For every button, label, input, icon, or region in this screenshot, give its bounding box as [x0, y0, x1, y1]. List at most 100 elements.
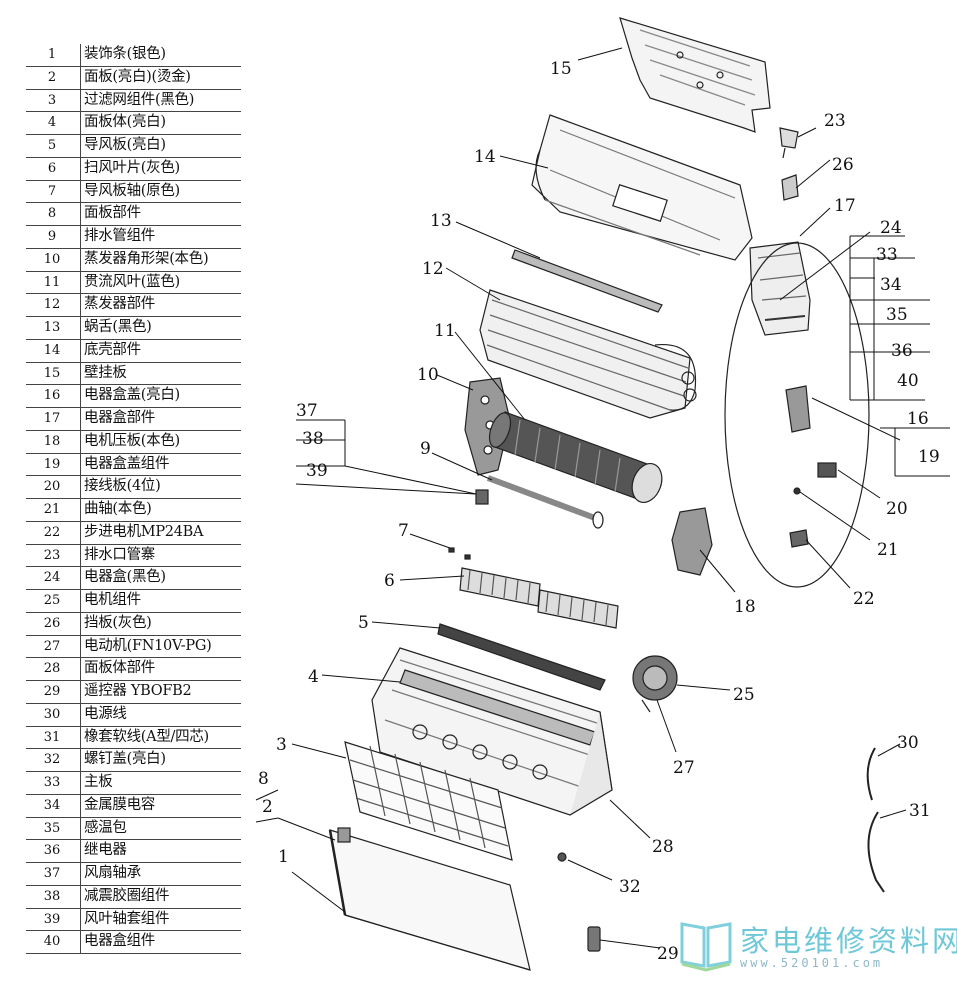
cross-flow-fan: [488, 411, 663, 503]
callout-22: 22: [853, 589, 875, 609]
filter-screen: [344, 741, 513, 861]
callout-2: 2: [262, 797, 273, 817]
callout-20: 20: [886, 499, 908, 519]
table-row: 16 电器盒盖(亮白): [26, 385, 241, 408]
part-number: 9: [47, 229, 57, 244]
callout-33: 33: [876, 245, 898, 265]
screw-cap: [557, 852, 567, 862]
electric-box: [749, 241, 811, 336]
callout-13: 13: [430, 211, 452, 231]
callout-11: 11: [434, 321, 456, 341]
part-name: 风叶轴套组件: [84, 910, 170, 927]
callout-17: 17: [834, 196, 856, 216]
table-row: 36 继电器: [26, 840, 241, 863]
table-row: 39 风叶轴套组件: [26, 909, 241, 932]
callout-9: 9: [420, 439, 431, 459]
part-name: 电机压板(本色): [84, 432, 180, 449]
part-number: 34: [43, 797, 61, 813]
part-number: 22: [43, 524, 61, 540]
callout-37: 37: [296, 401, 318, 421]
motor-clamp: [671, 507, 713, 576]
terminal-block: [817, 462, 837, 478]
part-name: 导风板轴(原色): [84, 182, 180, 199]
part-number: 37: [43, 866, 61, 881]
callout-21: 21: [877, 540, 899, 560]
part-number: 17: [43, 411, 61, 426]
part-name: 排水管组件: [84, 228, 155, 244]
table-row: 37 风扇轴承: [26, 863, 241, 886]
callout-4: 4: [308, 667, 319, 687]
part-number: 36: [43, 843, 61, 859]
table-row: 9 排水管组件: [26, 226, 241, 249]
part-name: 继电器: [84, 842, 127, 859]
callout-23: 23: [824, 111, 846, 131]
callout-12: 12: [422, 259, 444, 279]
part-name: 电器盒组件: [84, 933, 155, 950]
part-name: 主板: [84, 774, 113, 790]
part-name: 金属膜电容: [84, 796, 155, 813]
drain-pipe: [486, 475, 604, 529]
part-number: 18: [43, 433, 61, 449]
callout-24: 24: [880, 218, 902, 238]
remote-control: [587, 926, 601, 952]
air-guide-plate: [437, 623, 606, 691]
part-number: 2: [47, 69, 57, 85]
part-name: 橡套软线(A型/四芯): [84, 728, 209, 745]
part-name: 壁挂板: [84, 364, 127, 381]
part-number: 5: [47, 138, 57, 153]
part-name: 面板(亮白)(烫金): [84, 68, 191, 85]
fan-bearing: [475, 489, 489, 505]
fan-motor: [632, 655, 678, 713]
part-name: 风扇轴承: [84, 865, 141, 881]
part-number: 16: [43, 388, 61, 404]
table-column-divider: [80, 44, 81, 954]
table-row: 5 导风板(亮白): [26, 135, 241, 158]
callout-35: 35: [886, 305, 908, 325]
part-number: 29: [43, 684, 61, 699]
callout-31: 31: [909, 801, 931, 821]
table-row: 34 金属膜电容: [26, 795, 241, 818]
part-number: 30: [43, 706, 61, 722]
part-name: 步进电机MP24BA: [84, 523, 204, 540]
callout-39: 39: [306, 461, 328, 481]
callout-18: 18: [734, 597, 756, 617]
base-housing: [531, 114, 753, 261]
drain-plug: [779, 127, 799, 159]
part-number: 19: [43, 456, 61, 472]
part-name: 电机组件: [84, 592, 141, 608]
wall-mounting-plate: [619, 17, 771, 133]
evaporator-bracket: [464, 377, 511, 476]
part-name: 导风板(亮白): [84, 137, 166, 153]
leader-lines: [255, 47, 950, 949]
callout-25: 25: [733, 685, 755, 705]
part-number: 3: [47, 92, 57, 108]
part-name: 电器盒盖(亮白): [84, 387, 180, 404]
part-name: 接线板(4位): [84, 478, 161, 495]
part-number: 38: [43, 888, 61, 904]
callout-5: 5: [358, 613, 369, 633]
callout-40: 40: [897, 371, 919, 391]
part-number: 39: [43, 911, 61, 927]
swing-louvres: [459, 567, 619, 629]
part-number: 24: [43, 570, 61, 586]
part-name: 螺钉盖(亮白): [84, 751, 166, 768]
table-row: 2 面板(亮白)(烫金): [26, 67, 241, 90]
part-number: 35: [43, 820, 61, 836]
